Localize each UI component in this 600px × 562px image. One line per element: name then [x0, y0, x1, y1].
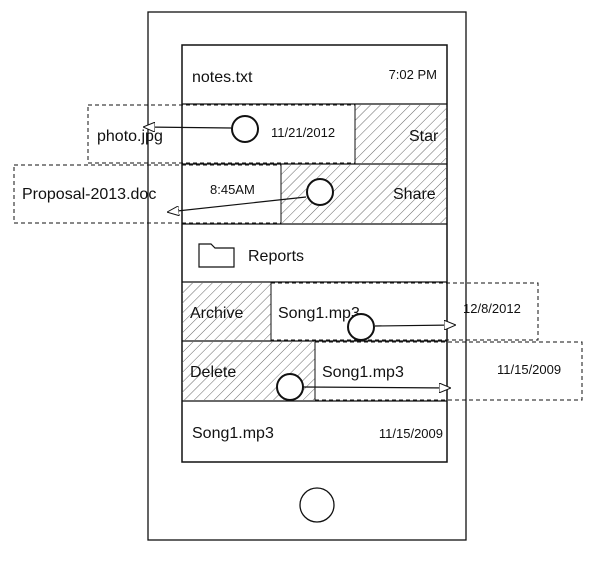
file-time: 7:02 PM: [389, 67, 437, 82]
file-name: Song1.mp3: [278, 305, 360, 322]
dragged-row-outline: [270, 282, 539, 341]
list-item[interactable]: Song1.mp3 11/15/2009: [192, 425, 443, 442]
swipe-arrow: [144, 127, 232, 128]
list-item[interactable]: Archive Song1.mp3 12/8/2012: [182, 282, 539, 341]
archive-action-area[interactable]: [182, 283, 271, 340]
file-date: 11/15/2009: [379, 426, 443, 441]
file-date: 11/21/2012: [271, 125, 335, 140]
swipe-arrow: [302, 387, 450, 388]
list-item[interactable]: notes.txt 7:02 PM: [192, 67, 437, 86]
touch-point: [306, 178, 334, 206]
swipe-arrow: [374, 325, 455, 326]
folder-icon: [198, 243, 235, 268]
list-item[interactable]: Share Proposal-2013.doc 8:45AM: [13, 164, 447, 224]
star-action-area[interactable]: [355, 105, 447, 163]
file-date: 11/15/2009: [497, 362, 561, 377]
folder-name: Reports: [248, 248, 304, 265]
swipe-arrow: [168, 196, 307, 212]
file-name: Song1.mp3: [192, 425, 274, 442]
file-time: 8:45AM: [210, 182, 255, 197]
home-button[interactable]: [299, 487, 335, 523]
file-name: notes.txt: [192, 69, 253, 86]
delete-action-label: Delete: [190, 364, 236, 381]
list-item[interactable]: Delete Song1.mp3 11/15/2009: [182, 341, 583, 401]
star-action-label: Star: [409, 128, 439, 145]
dragged-row-outline: [87, 104, 356, 164]
list-item[interactable]: Star photo.jpg 11/21/2012: [87, 104, 447, 164]
touch-point: [347, 313, 375, 341]
folder-item[interactable]: Reports: [198, 243, 304, 268]
file-date: 12/8/2012: [463, 301, 521, 316]
touch-point: [276, 373, 304, 401]
file-name: Proposal-2013.doc: [22, 186, 156, 203]
file-name: Song1.mp3: [322, 364, 404, 381]
share-action-label: Share: [393, 186, 436, 203]
file-name: photo.jpg: [97, 128, 163, 145]
dragged-row-outline: [314, 341, 583, 401]
archive-action-label: Archive: [190, 305, 243, 322]
dragged-row-outline: [13, 164, 282, 224]
touch-point: [231, 115, 259, 143]
